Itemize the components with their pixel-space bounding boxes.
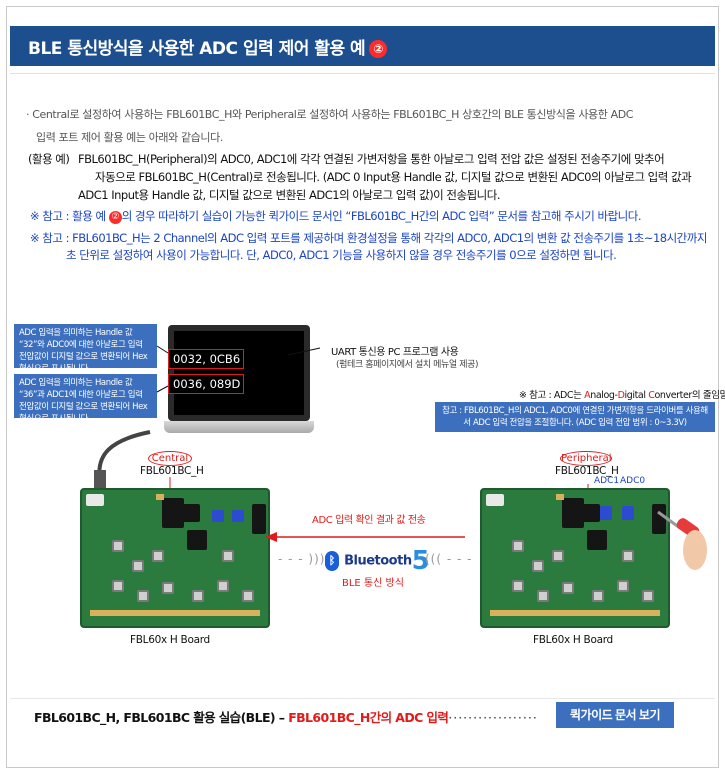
note-channels-line-1: ※ 참고 : FBL601BC_H는 2 Channel의 ADC 입력 포트를… bbox=[30, 231, 707, 245]
usage-label: (활용 예) bbox=[28, 152, 70, 166]
adc0-label: ADC0 bbox=[620, 476, 646, 486]
signal-waves-left: - - - ))) bbox=[278, 552, 326, 566]
usage-line-2: 자동으로 FBL601BC_H(Central)로 전송됩니다. (ADC 0 … bbox=[95, 170, 692, 184]
signal-waves-right: ((( - - - bbox=[425, 552, 473, 566]
readout-adc0: 0032, 0CB6 bbox=[168, 349, 244, 369]
ble-caption: BLE 통신 방식 bbox=[342, 578, 404, 589]
intro-line-2: 입력 포트 제어 활용 예는 아래와 같습니다. bbox=[36, 131, 223, 144]
laptop-image bbox=[164, 325, 314, 440]
transfer-arrow bbox=[265, 532, 465, 542]
intro-line-1: · Central로 설정하여 사용하는 FBL601BC_H와 Periphe… bbox=[26, 108, 634, 121]
note-channels: ※ 참고 : FBL601BC_H는 2 Channel의 ADC 입력 포트를… bbox=[30, 230, 707, 264]
transfer-caption: ADC 입력 확인 결과 값 전송 bbox=[312, 515, 426, 526]
uart-subtitle: (펌테크 홈페이지에서 설치 메뉴얼 제공) bbox=[336, 360, 479, 370]
peripheral-device-name: FBL601BC_H bbox=[555, 465, 619, 477]
example-number-badge: ② bbox=[369, 40, 388, 58]
central-device-name: FBL601BC_H bbox=[140, 465, 204, 477]
quickguide-view-button[interactable]: 퀵가이드 문서 보기 bbox=[556, 702, 674, 728]
central-board-image bbox=[80, 488, 270, 628]
central-role-badge: Central bbox=[148, 451, 192, 466]
note-number-badge: ② bbox=[108, 211, 122, 224]
readout-adc1: 0036, 089D bbox=[168, 374, 244, 394]
uart-title: UART 통신용 PC 프로그램 사용 bbox=[331, 347, 459, 358]
screwdriver-hand-image bbox=[657, 510, 707, 570]
handle-info-box-adc0: ADC 입력을 의미하는 Handle 값 “32”와 ADC0에 대한 아날로… bbox=[14, 324, 157, 374]
peripheral-board-image bbox=[480, 488, 670, 628]
footer-document-title: FBL601BC_H, FBL601BC 활용 실습(BLE) – FBL601… bbox=[34, 710, 538, 725]
adc-abbrev-note: ※ 참고 : ADC는 Analog-Digital Converter의 줄임… bbox=[519, 390, 725, 401]
usage-line-1: FBL601BC_H(Peripheral)의 ADC0, ADC1에 각각 연… bbox=[78, 152, 665, 166]
adc1-label: ADC1 bbox=[594, 476, 620, 486]
peripheral-info-box: 참고 : FBL601BC_H의 ADC1, ADC0에 연결된 가변저항을 드… bbox=[435, 402, 715, 432]
intro-paragraph: · Central로 설정하여 사용하는 FBL601BC_H와 Periphe… bbox=[26, 103, 706, 149]
usage-line-3: ADC1 Input용 Handle 값, 디지털 값으로 변환된 ADC1의 … bbox=[78, 188, 500, 202]
bluetooth-logo: ᛒ Bluetooth5 bbox=[325, 546, 430, 576]
header-divider bbox=[10, 73, 715, 74]
central-board-label: FBL60x H Board bbox=[130, 634, 210, 646]
footer-divider bbox=[10, 698, 715, 699]
handle-info-box-adc1: ADC 입력을 의미하는 Handle 값 “36”과 ADC1에 대한 아날로… bbox=[14, 374, 157, 424]
bluetooth-icon: ᛒ bbox=[325, 551, 339, 571]
peripheral-board-label: FBL60x H Board bbox=[533, 634, 613, 646]
peripheral-role-badge: Peripheral bbox=[560, 451, 612, 466]
note-channels-line-2: 초 단위로 설정하여 사용이 가능합니다. 단, ADC0, ADC1 기능을 … bbox=[66, 248, 617, 262]
